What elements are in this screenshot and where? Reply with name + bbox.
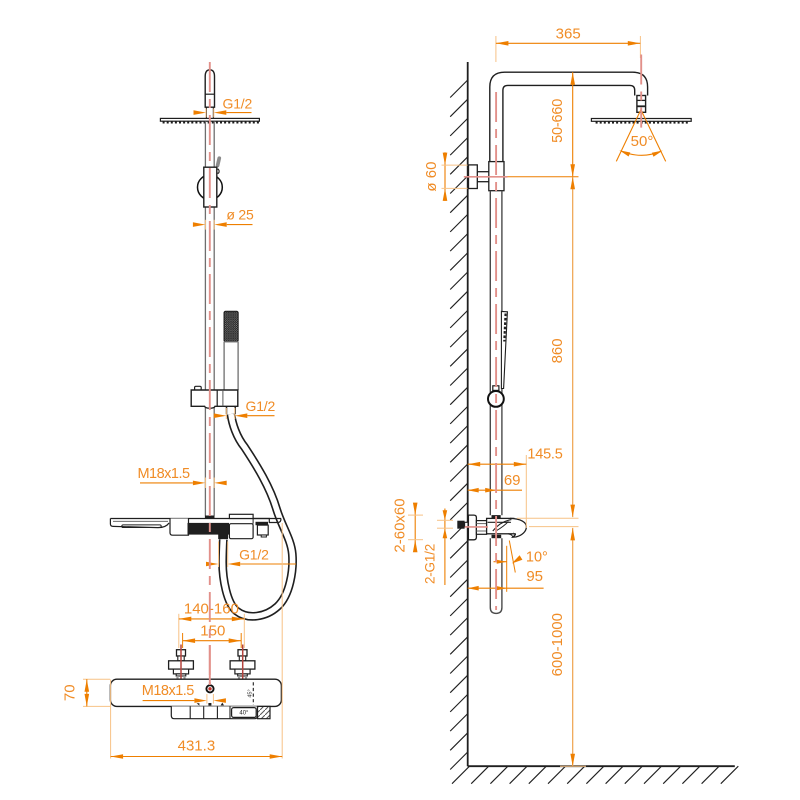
svg-text:M18x1.5: M18x1.5 [137,466,190,482]
svg-text:2-60x60: 2-60x60 [391,498,408,552]
svg-text:40°: 40° [239,711,249,717]
svg-text:G1/2: G1/2 [239,547,269,563]
svg-text:860: 860 [549,338,566,363]
svg-text:ø 60: ø 60 [423,162,440,192]
svg-text:150: 150 [200,622,225,639]
svg-text:45°: 45° [247,689,253,697]
svg-text:140-160: 140-160 [184,601,239,618]
svg-text:365: 365 [556,26,581,43]
svg-text:50°: 50° [631,133,654,150]
svg-text:50-660: 50-660 [550,99,566,143]
svg-text:10°: 10° [526,550,548,566]
svg-text:69: 69 [504,472,521,489]
svg-text:2-G1/2: 2-G1/2 [423,544,438,584]
svg-text:70: 70 [62,684,79,701]
svg-text:145.5: 145.5 [527,447,562,463]
svg-text:G1/2: G1/2 [246,398,276,414]
svg-text:M18x1.5: M18x1.5 [142,683,195,699]
svg-text:600-1000: 600-1000 [549,613,566,676]
svg-text:ø 25: ø 25 [226,206,254,222]
svg-text:95: 95 [526,568,543,585]
svg-text:431.3: 431.3 [178,738,216,755]
svg-text:G1/2: G1/2 [223,95,253,111]
